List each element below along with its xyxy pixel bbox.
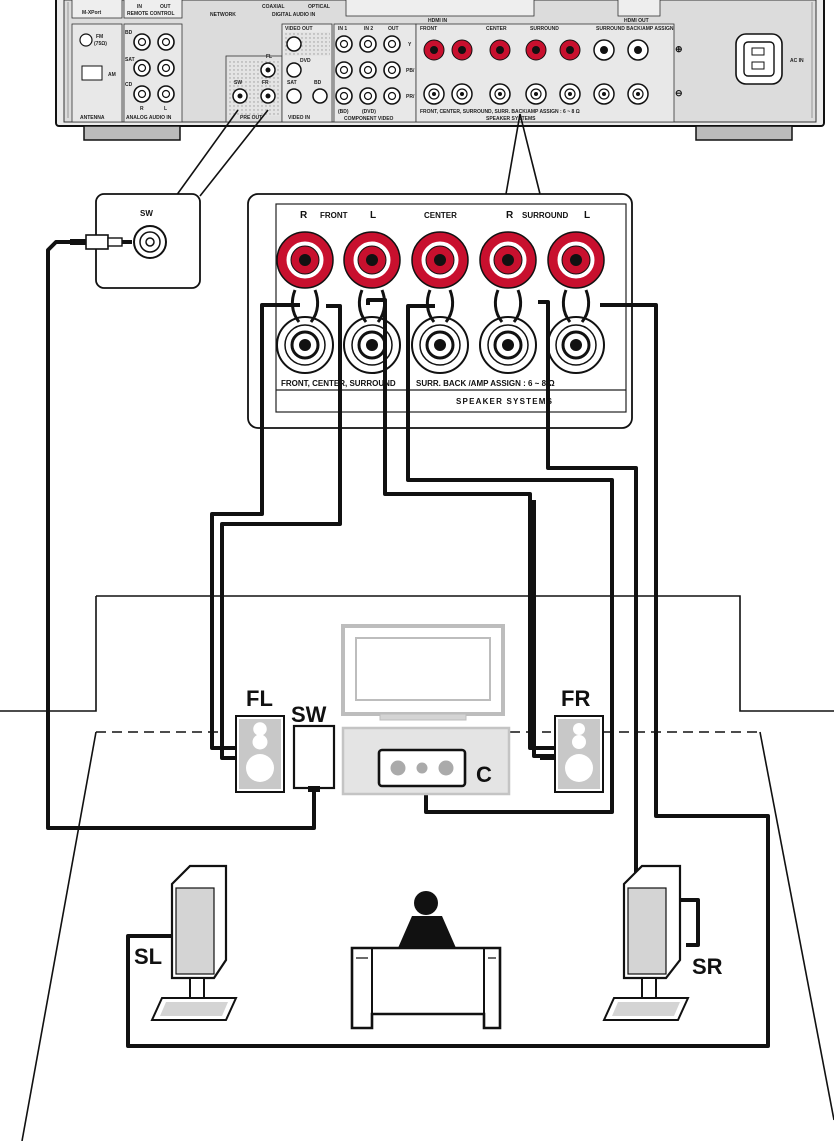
sat-label: SAT xyxy=(125,57,135,63)
component-out-label: OUT xyxy=(388,26,399,32)
video-in-label: VIDEO IN xyxy=(288,115,310,121)
remote-out-label: OUT xyxy=(160,4,171,10)
cd-label: CD xyxy=(125,82,133,88)
plus-marker: ⊕ xyxy=(675,44,683,54)
callout-surround-r: R xyxy=(506,210,514,221)
speaker-callout: R FRONT L CENTER R SURROUND L FRONT, CEN… xyxy=(248,114,632,428)
component-jack xyxy=(360,88,376,104)
analog-jack-6 xyxy=(158,86,174,102)
sr-speaker: SR xyxy=(604,866,723,1020)
fm-label: FM xyxy=(96,34,103,40)
callout-center-label: CENTER xyxy=(424,211,457,220)
listener xyxy=(352,891,500,1028)
component-jack xyxy=(336,88,352,104)
fl-label: FL xyxy=(246,686,273,711)
callout-footer-right: SURR. BACK /AMP ASSIGN : 6 ~ 8 Ω xyxy=(416,379,555,388)
pre-out-label: PRE OUT xyxy=(240,115,262,121)
fr-label: FR xyxy=(561,686,590,711)
video-out-jack xyxy=(287,37,301,51)
hdmi-out-label: HDMI OUT xyxy=(624,18,649,24)
center-speaker-label: C xyxy=(476,762,492,787)
panel-surround-label: SURROUND xyxy=(530,26,559,32)
analog-audio-in-label: ANALOG AUDIO IN xyxy=(126,115,172,121)
pre-out-sw-label: SW xyxy=(234,80,242,86)
callout-front-r: R xyxy=(300,210,308,221)
component-jack xyxy=(360,36,376,52)
digital-audio-in-label: DIGITAL AUDIO IN xyxy=(272,12,316,18)
fm-ohm-label: (75Ω) xyxy=(94,41,107,47)
component-in1-label: IN 1 xyxy=(338,26,347,32)
dvd-label: DVD xyxy=(300,58,311,64)
component-bd-label: (BD) xyxy=(338,109,349,115)
antenna-label: ANTENNA xyxy=(80,115,105,121)
hdmi-in-label: HDMI IN xyxy=(428,18,448,24)
analog-jack-1 xyxy=(134,34,150,50)
component-jack-group xyxy=(336,36,400,104)
analog-jack-2 xyxy=(158,34,174,50)
callout-front-l: L xyxy=(370,210,376,221)
panel-speaker-footer: FRONT, CENTER, SURROUND, SURR. BACK/AMP … xyxy=(420,109,580,115)
remote-control-label: REMOTE CONTROL xyxy=(127,11,175,17)
am-label: AM xyxy=(108,72,116,78)
callout-speaker-systems: SPEAKER SYSTEMS xyxy=(456,397,553,406)
sat-video-jack xyxy=(287,89,301,103)
ac-in-label: AC IN xyxy=(790,58,804,64)
sw-label: SW xyxy=(291,702,327,727)
analog-jack-3 xyxy=(134,60,150,76)
panel-speaker-systems-label: SPEAKER SYSTEMS xyxy=(486,116,536,122)
fm-antenna-jack xyxy=(80,34,92,46)
analog-jack-5 xyxy=(134,86,150,102)
callout-surround-l: L xyxy=(584,210,590,221)
component-jack xyxy=(384,62,400,78)
pre-out-fl-label: FL xyxy=(266,54,272,60)
analog-jack-4 xyxy=(158,60,174,76)
panel-front-label: FRONT xyxy=(420,26,437,32)
sw-speaker: SW xyxy=(291,702,334,792)
panel-speaker-block xyxy=(416,24,674,122)
sl-label: SL xyxy=(134,944,162,969)
minus-marker: ⊖ xyxy=(675,88,683,98)
component-video-label: COMPONENT VIDEO xyxy=(344,116,394,122)
bd-video-jack xyxy=(313,89,327,103)
video-sat-label: SAT xyxy=(287,80,297,86)
bd-label: BD xyxy=(125,30,133,36)
callout-surround-label: SURROUND xyxy=(522,211,568,220)
fr-speaker: FR xyxy=(555,686,603,792)
panel-center-label: CENTER xyxy=(486,26,507,32)
remote-in-label: IN xyxy=(137,4,142,10)
fl-speaker: FL xyxy=(236,686,284,792)
component-jack xyxy=(336,36,352,52)
component-dvd-label: (DVD) xyxy=(362,109,376,115)
component-in2-label: IN 2 xyxy=(364,26,373,32)
pre-out-fr-label: FR xyxy=(262,80,269,86)
component-jack xyxy=(384,36,400,52)
tv-and-center: C xyxy=(343,626,509,794)
video-out-label: VIDEO OUT xyxy=(285,26,313,32)
receiver-rear-panel: M-XPort IN OUT REMOTE CONTROL NETWORK CO… xyxy=(56,0,824,140)
optical-label: OPTICAL xyxy=(308,4,330,10)
coaxial-label: COAXIAL xyxy=(262,4,285,10)
am-antenna-terminal xyxy=(82,66,102,80)
analog-r-label: R xyxy=(140,106,144,112)
receiver-foot-left xyxy=(84,126,180,140)
sl-speaker: SL xyxy=(134,866,236,1020)
sw-callout-label: SW xyxy=(140,209,153,218)
analog-l-label: L xyxy=(164,106,167,112)
sr-label: SR xyxy=(692,954,723,979)
video-bd-label: BD xyxy=(314,80,322,86)
receiver-foot-right xyxy=(696,126,792,140)
panel-surr-back-label: SURROUND BACK/AMP ASSIGN xyxy=(596,26,674,32)
component-jack xyxy=(336,62,352,78)
m-xport-label: M-XPort xyxy=(82,10,102,16)
component-jack xyxy=(384,88,400,104)
tv-stand xyxy=(380,714,466,720)
network-label: NETWORK xyxy=(210,12,236,18)
dvd-video-jack xyxy=(287,63,301,77)
component-jack xyxy=(360,62,376,78)
callout-front-label: FRONT xyxy=(320,211,348,220)
